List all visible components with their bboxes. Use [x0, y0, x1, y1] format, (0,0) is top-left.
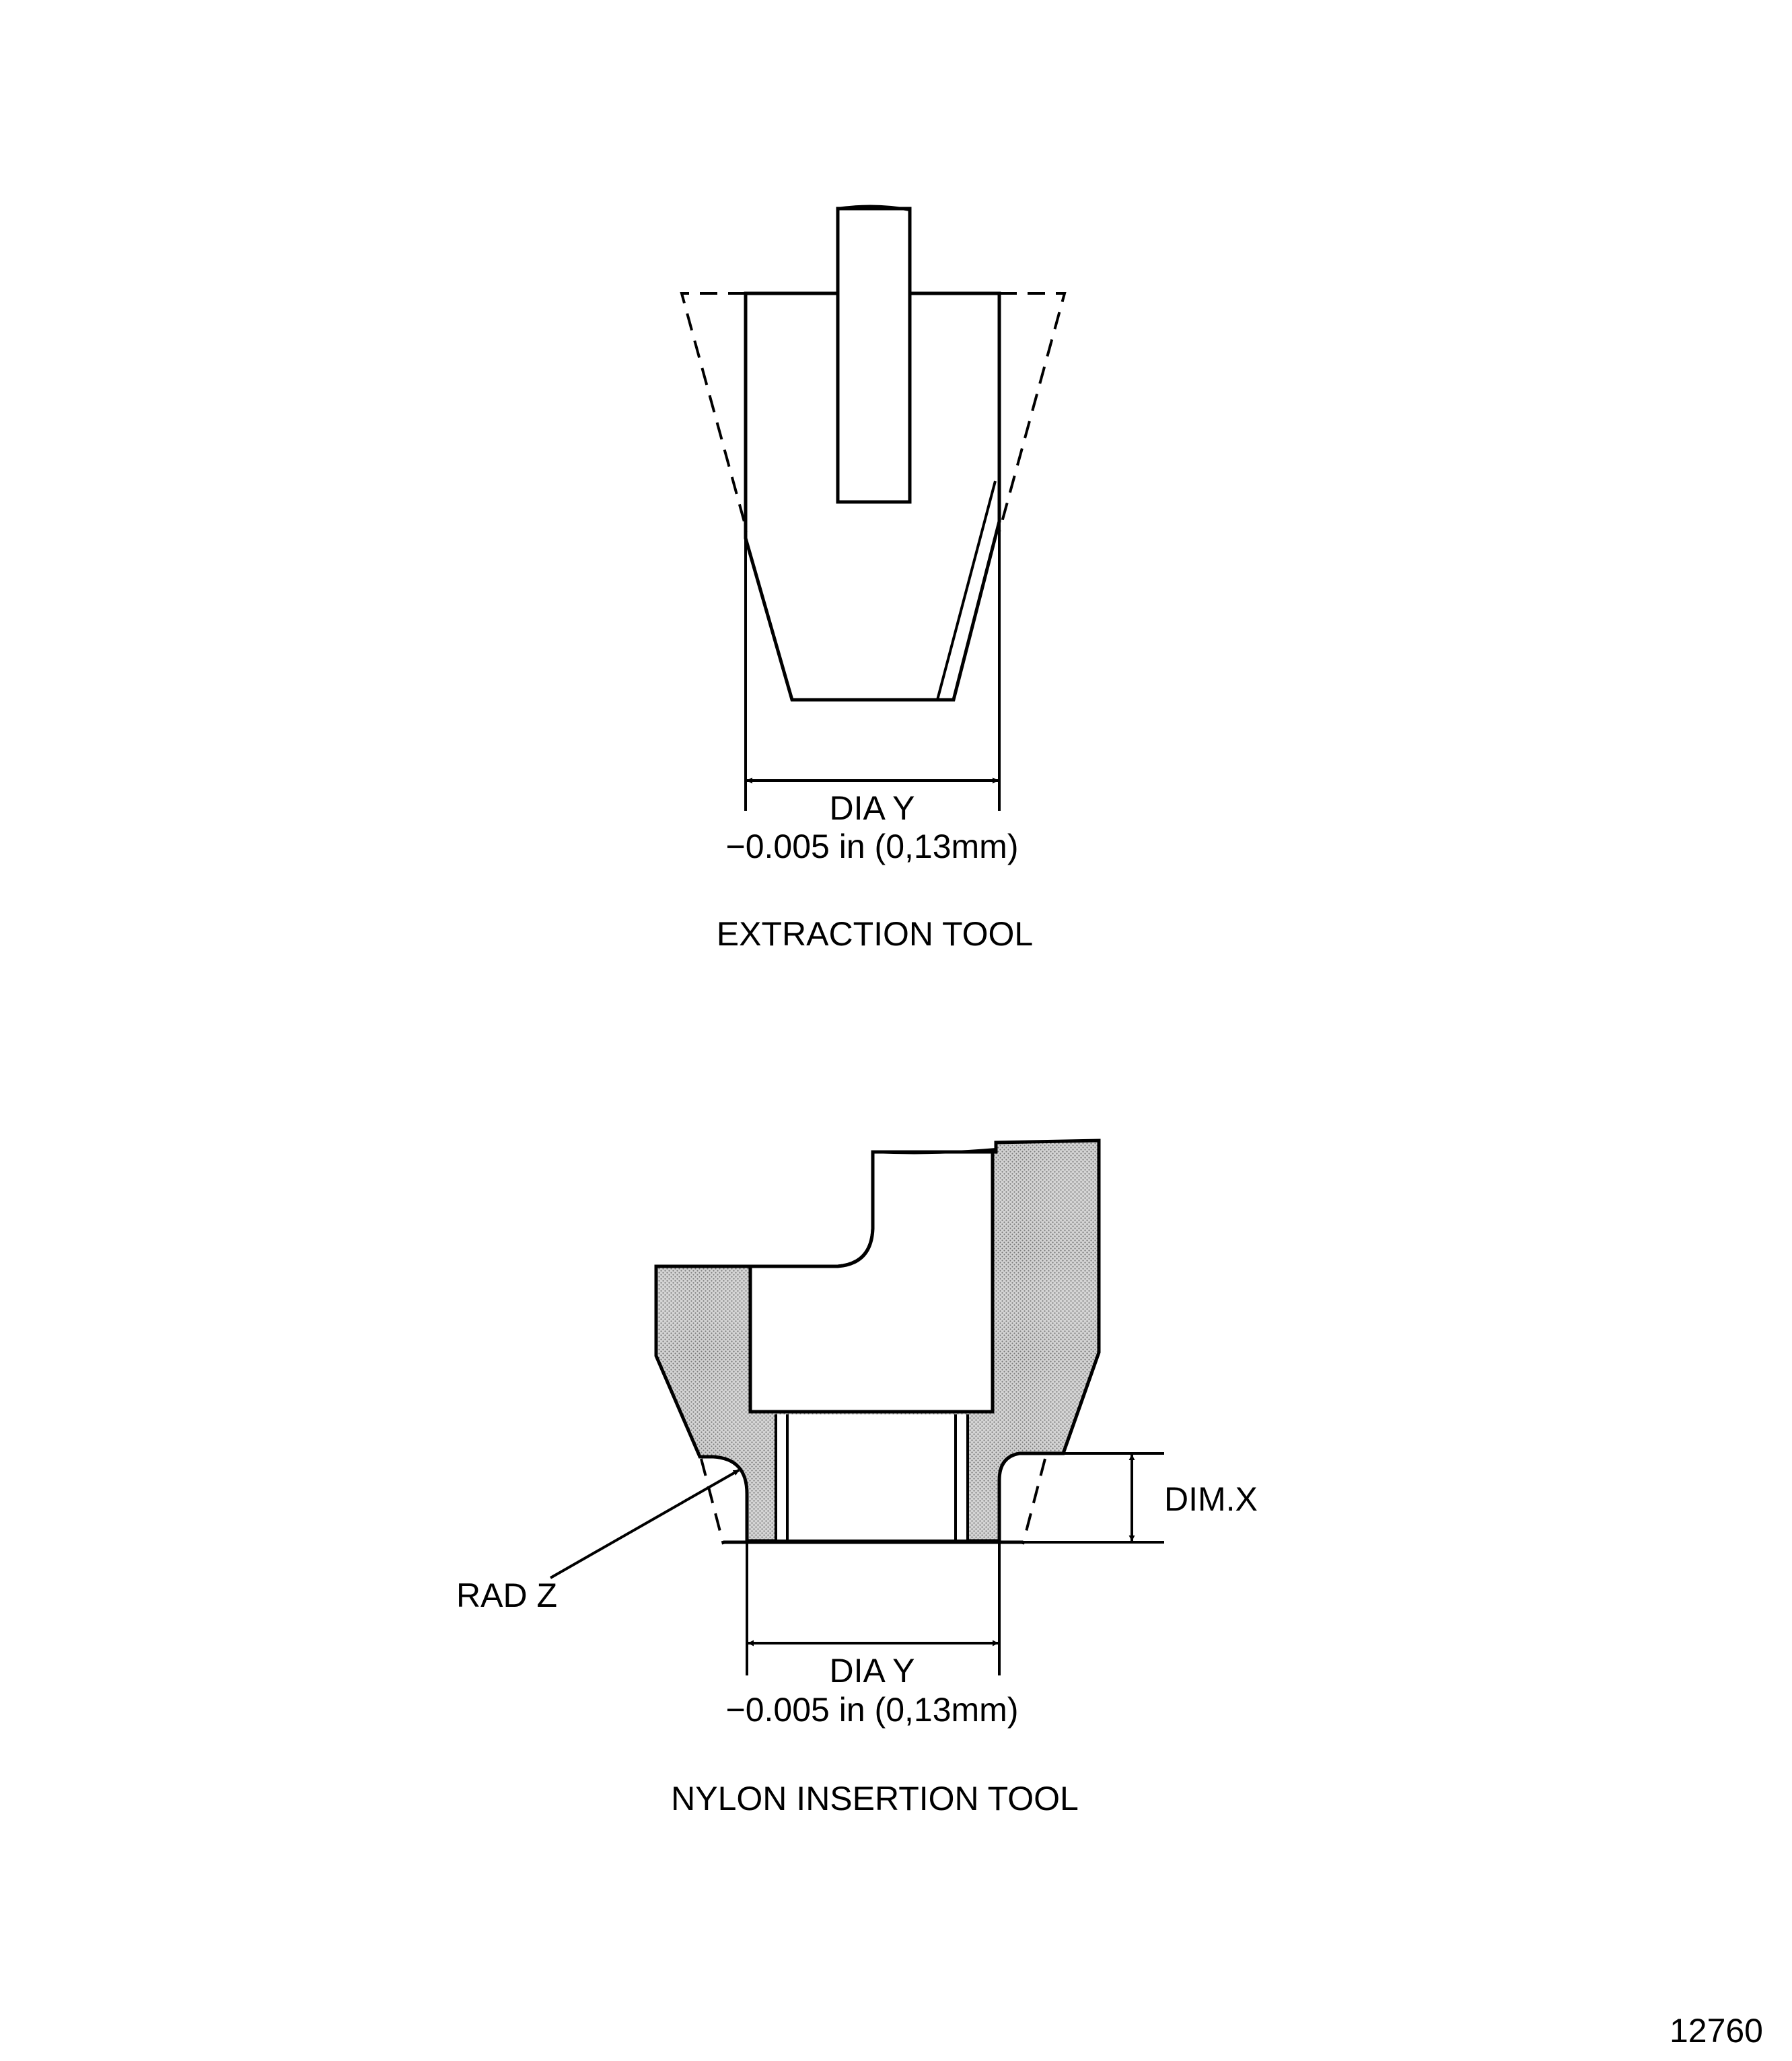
figure-number: 12760 [1670, 2012, 1763, 2050]
insertion-lower-bore [776, 1414, 968, 1540]
extraction-dashed-taper-left [680, 292, 748, 532]
insertion-dia-label: DIA Y [830, 1652, 915, 1690]
extraction-shank-break [837, 205, 910, 211]
insertion-dashed-taper-right [1022, 1458, 1046, 1545]
rad-z-leader [550, 1469, 740, 1579]
dim-x-label: DIM.X [1164, 1480, 1258, 1518]
insertion-tool-drawing [550, 1138, 1164, 1675]
extraction-tool-drawing [680, 205, 1067, 811]
insertion-plunger-break [872, 1148, 997, 1155]
extraction-chamfer-edge [936, 480, 997, 700]
insertion-tool-title: NYLON INSERTION TOOL [671, 1780, 1079, 1817]
insertion-tolerance-label: −0.005 in (0,13mm) [726, 1691, 1019, 1729]
extraction-tolerance-label: −0.005 in (0,13mm) [726, 828, 1019, 865]
extraction-tool-shank [836, 207, 912, 504]
extraction-dashed-taper-right [998, 292, 1067, 532]
extraction-tool-title: EXTRACTION TOOL [717, 915, 1033, 953]
extraction-dia-label: DIA Y [830, 789, 915, 827]
insertion-dashed-taper-left [700, 1458, 725, 1545]
insertion-plunger [748, 1150, 995, 1414]
rad-z-label: RAD Z [456, 1577, 557, 1614]
